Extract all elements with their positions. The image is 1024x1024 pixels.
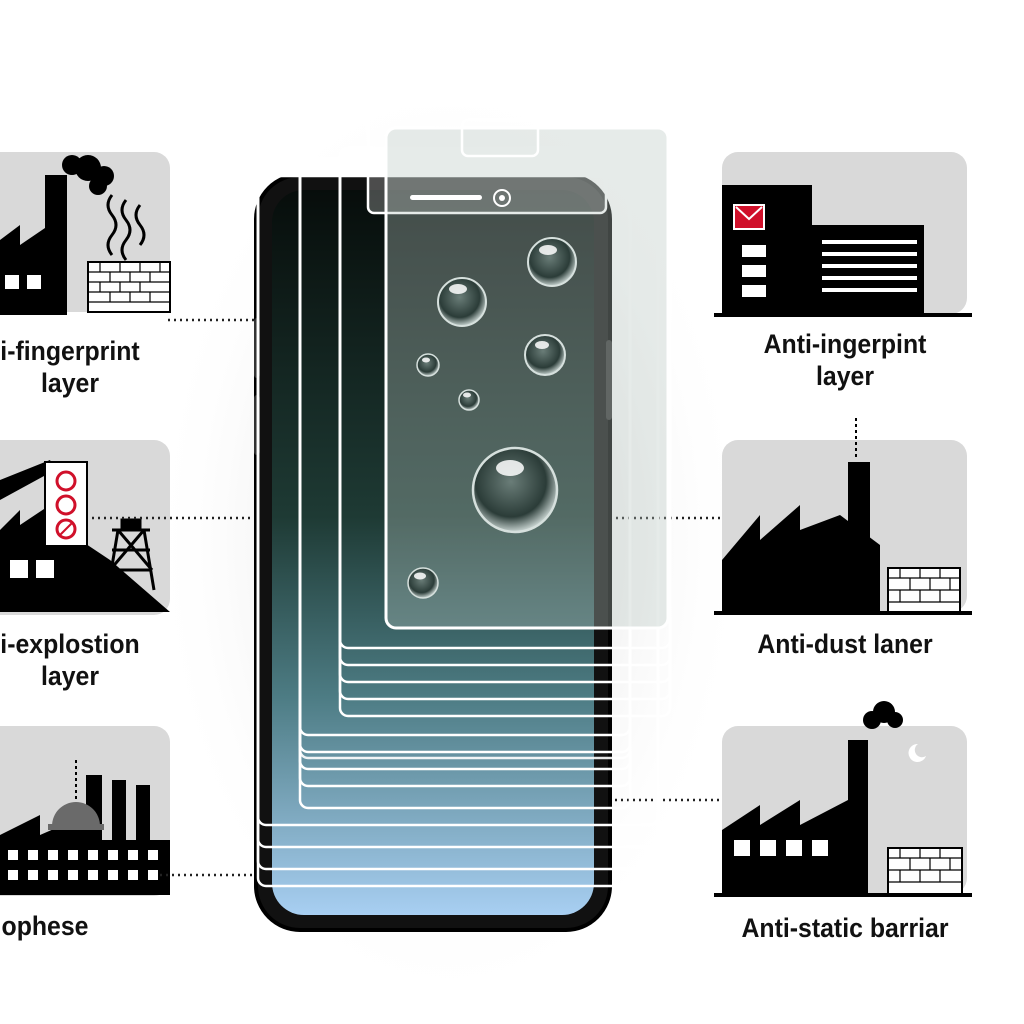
water-droplet-icon [437, 277, 487, 327]
left-panel-top [0, 152, 171, 315]
label-left-top-line2: layer [40, 368, 100, 398]
smoke-icon [863, 701, 903, 729]
label-right-top-line2: layer [815, 361, 875, 391]
label-left-bottom: ophese [0, 910, 137, 942]
warning-sign-icon [44, 461, 88, 547]
right-panel-middle [714, 418, 972, 615]
label-right-middle: Anti-dust laner [712, 628, 979, 660]
label-left-top: i-fingerprint layer [0, 335, 162, 399]
factory-icon [0, 460, 170, 612]
label-right-top: Anti-ingerpint layer [712, 328, 979, 392]
oil-derrick-icon [106, 518, 156, 591]
label-left-middle-line1: i-explostion [0, 629, 140, 659]
water-droplet-icon [524, 334, 566, 376]
label-right-bottom: Anti-static barriar [712, 912, 979, 944]
right-panel-top [714, 152, 972, 317]
water-droplet-icon [407, 567, 439, 599]
factory-icon [0, 775, 170, 895]
factory-icon [0, 175, 171, 315]
left-panel-middle [0, 440, 170, 615]
right-panel-bottom [714, 701, 972, 897]
top-protector-sheet [366, 103, 670, 630]
label-left-middle-line2: layer [40, 661, 100, 691]
camera-icon [493, 189, 511, 207]
label-right-middle-line1: Anti-dust laner [757, 629, 933, 659]
heat-wave-icon [106, 194, 146, 261]
dome-icon [48, 760, 104, 830]
water-droplet-icon [416, 353, 440, 377]
water-droplet-icon [458, 389, 480, 411]
factory-icon [714, 185, 972, 317]
label-right-top-line1: Anti-ingerpint [763, 329, 927, 359]
connector-lines [92, 318, 722, 877]
water-droplets [407, 237, 577, 599]
water-droplet-icon [527, 237, 577, 287]
water-droplet-icon [471, 446, 559, 534]
factory-icon [714, 740, 972, 897]
label-left-top-line1: i-fingerprint [0, 336, 140, 366]
label-left-middle: i-explostion layer [0, 628, 162, 692]
label-left-bottom-line1: ophese [1, 911, 89, 941]
label-right-bottom-line1: Anti-static barriar [741, 913, 949, 943]
left-panel-bottom [0, 726, 170, 896]
factory-icon [714, 418, 972, 615]
protector-layers [256, 146, 672, 888]
smoke-icon [62, 155, 114, 195]
moon-icon [908, 743, 926, 762]
envelope-icon [733, 204, 765, 230]
